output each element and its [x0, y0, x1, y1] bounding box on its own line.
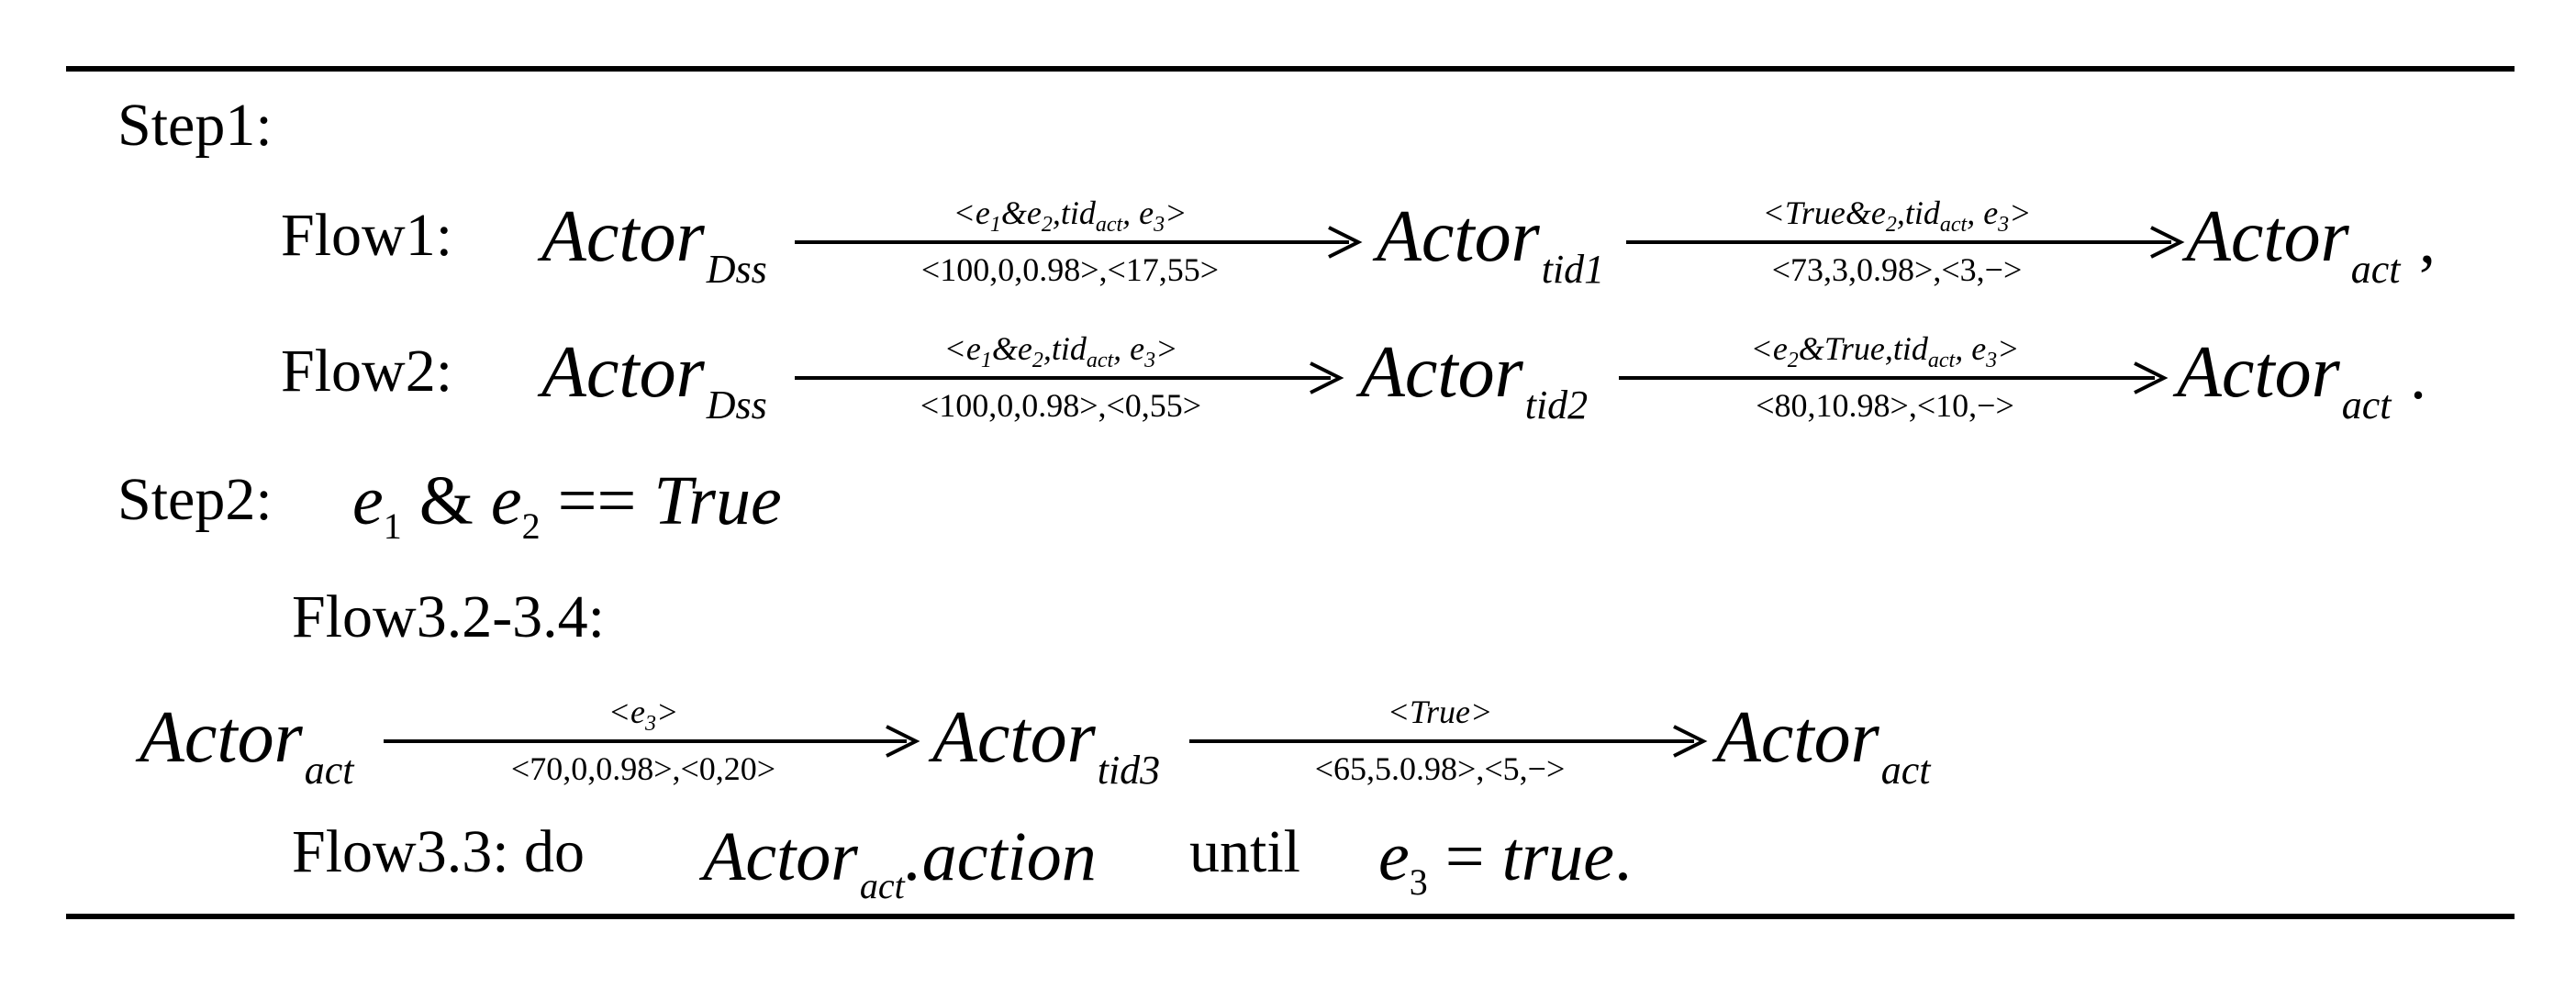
step2-label: Step2: — [117, 466, 273, 533]
flow2-period: . — [2410, 339, 2426, 413]
flow33-until: until — [1189, 818, 1301, 885]
flow33-label: Flow3.3: do — [292, 818, 585, 885]
flow2-arrow-b-top: <e2&True,tidact, e3> — [1750, 330, 2020, 372]
flow2-arrow-b — [1619, 360, 2169, 396]
flow3-actor-act-start: Actoract — [139, 697, 354, 793]
flow3-arrow-a-bottom: <70,0,0.98>,<0,20> — [510, 750, 776, 787]
flow33-actor-action: Actoract.action — [703, 818, 1097, 906]
flow3-arrow-b-bottom: <65,5.0.98>,<5,−> — [1314, 750, 1566, 787]
flow33-condition: e3 = true. — [1378, 818, 1633, 903]
bottom-rule — [66, 914, 2515, 919]
flow3-label: Flow3.2-3.4: — [292, 583, 606, 650]
flow2-actor-act: Actoract — [2177, 332, 2392, 427]
flow1-label: Flow1: — [281, 202, 453, 269]
flow2-actor-dss: ActorDss — [541, 332, 767, 427]
step2-condition: e1 & e2 == True — [352, 462, 782, 547]
top-rule — [66, 66, 2515, 72]
flow2-arrow-a-top: <e1&e2,tidact, e3> — [943, 330, 1178, 372]
flow2-arrow-a — [795, 360, 1345, 396]
flow1-actor-dss: ActorDss — [541, 196, 767, 292]
flow2-actor-tid2: Actortid2 — [1360, 332, 1589, 427]
flow1-actor-act: Actoract — [2186, 196, 2401, 292]
flow1-actor-tid1: Actortid1 — [1377, 196, 1605, 292]
flow3-actor-tid3: Actortid3 — [932, 697, 1161, 793]
flow1-arrow-a-bottom: <100,0,0.98>,<17,55> — [920, 251, 1220, 288]
flow3-arrow-b-top: <True> — [1387, 694, 1493, 730]
flow2-label: Flow2: — [281, 338, 453, 405]
step1-label: Step1: — [117, 92, 273, 159]
flow1-arrow-a — [795, 224, 1364, 261]
flow1-arrow-a-top: <e1&e2,tidact, e3> — [953, 194, 1188, 237]
flow3-actor-act-end: Actoract — [1716, 697, 1931, 793]
flow2-arrow-a-bottom: <100,0,0.98>,<0,55> — [920, 387, 1202, 424]
flow3-arrow-a — [384, 723, 921, 760]
flow1-comma: , — [2419, 204, 2436, 277]
flow1-arrow-b-top: <True&e2,tidact, e3> — [1762, 194, 2032, 237]
flow2-arrow-b-bottom: <80,10.98>,<10,−> — [1756, 387, 2014, 424]
flow3-arrow-a-top: <e3> — [608, 694, 679, 736]
flow1-arrow-b — [1626, 224, 2186, 261]
flow1-arrow-b-bottom: <73,3,0.98>,<3,−> — [1771, 251, 2023, 288]
flow3-arrow-b — [1189, 723, 1709, 760]
